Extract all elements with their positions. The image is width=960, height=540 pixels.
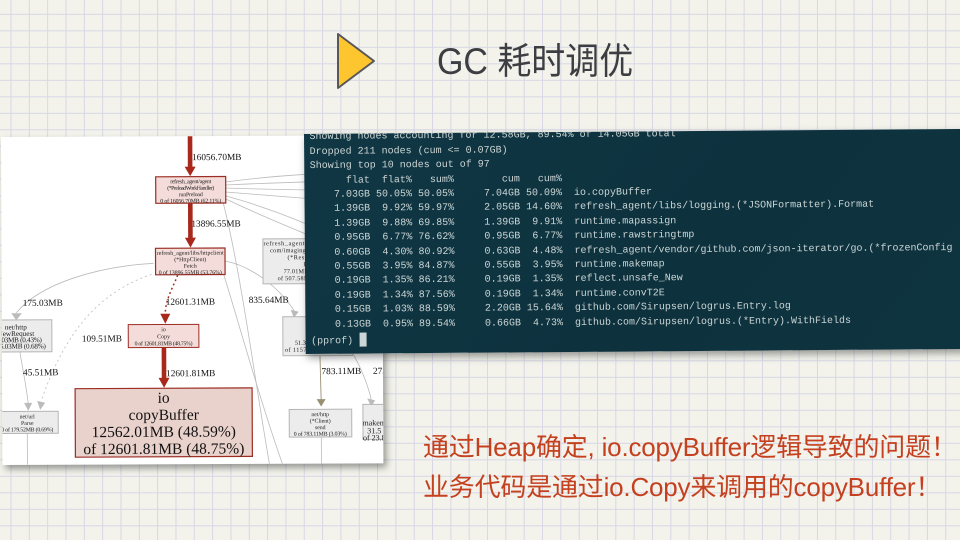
svg-text:13896.55MB: 13896.55MB bbox=[191, 219, 240, 229]
svg-text:12601.31MB: 12601.31MB bbox=[166, 298, 215, 308]
svg-text:send: send bbox=[315, 425, 326, 431]
svg-text:273.78MB: 273.78MB bbox=[373, 367, 383, 377]
svg-text:(*PreloadWorkHandler): (*PreloadWorkHandler) bbox=[167, 185, 214, 192]
svg-text:of 12601.81MB (48.75%): of 12601.81MB (48.75%) bbox=[83, 440, 244, 458]
svg-text:refresh_agent/agent: refresh_agent/agent bbox=[170, 178, 211, 185]
svg-text:16056.70MB: 16056.70MB bbox=[192, 153, 241, 163]
svg-text:io: io bbox=[158, 390, 170, 407]
svg-text:12562.01MB (48.59%): 12562.01MB (48.59%) bbox=[92, 423, 236, 441]
svg-text:Fetch: Fetch bbox=[184, 264, 197, 270]
svg-text:45.51MB: 45.51MB bbox=[23, 368, 58, 378]
svg-text:0 of 783.11MB (3.03%): 0 of 783.11MB (3.03%) bbox=[294, 430, 347, 437]
svg-text:net/http: net/http bbox=[311, 412, 329, 418]
svg-text:0 of 179.52MB (0.69%): 0 of 179.52MB (0.69%) bbox=[1, 426, 53, 433]
svg-text:783.11MB: 783.11MB bbox=[322, 367, 362, 377]
svg-text:runPreload: runPreload bbox=[179, 192, 203, 198]
svg-text:12601.81MB: 12601.81MB bbox=[166, 369, 215, 379]
svg-text:net/url: net/url bbox=[20, 414, 36, 420]
svg-text:0 of 12601.81MB (48.75%): 0 of 12601.81MB (48.75%) bbox=[135, 340, 193, 347]
svg-text:NewRequest: NewRequest bbox=[1, 330, 34, 338]
svg-text:0 of 13896.55MB (53.76%): 0 of 13896.55MB (53.76%) bbox=[159, 269, 222, 276]
svg-text:of 175.03MB (0.68%): of 175.03MB (0.68%) bbox=[1, 342, 47, 350]
svg-text:0 of 16056.70MB (62.11%): 0 of 16056.70MB (62.11%) bbox=[160, 198, 221, 205]
svg-text:net/http: net/http bbox=[5, 323, 27, 331]
svg-text:31.5: 31.5 bbox=[367, 426, 381, 435]
svg-text:835.64MB: 835.64MB bbox=[249, 296, 289, 306]
svg-text:io: io bbox=[161, 327, 166, 333]
svg-text:175.03MB (0.43%): 175.03MB (0.43%) bbox=[1, 336, 42, 344]
svg-text:refresh_agent/libs/httpclient: refresh_agent/libs/httpclient bbox=[157, 250, 224, 257]
svg-text:(*Client): (*Client) bbox=[310, 418, 331, 425]
svg-text:copyBuffer: copyBuffer bbox=[129, 407, 200, 424]
svg-text:Copy: Copy bbox=[157, 334, 170, 340]
svg-text:makem: makem bbox=[362, 418, 383, 427]
svg-text:(*HttpClient): (*HttpClient) bbox=[174, 256, 206, 263]
svg-text:Parse: Parse bbox=[21, 421, 34, 427]
svg-text:175.03MB: 175.03MB bbox=[23, 299, 63, 309]
svg-text:109.51MB: 109.51MB bbox=[82, 334, 122, 344]
svg-text:of 23.8: of 23.8 bbox=[363, 433, 383, 442]
